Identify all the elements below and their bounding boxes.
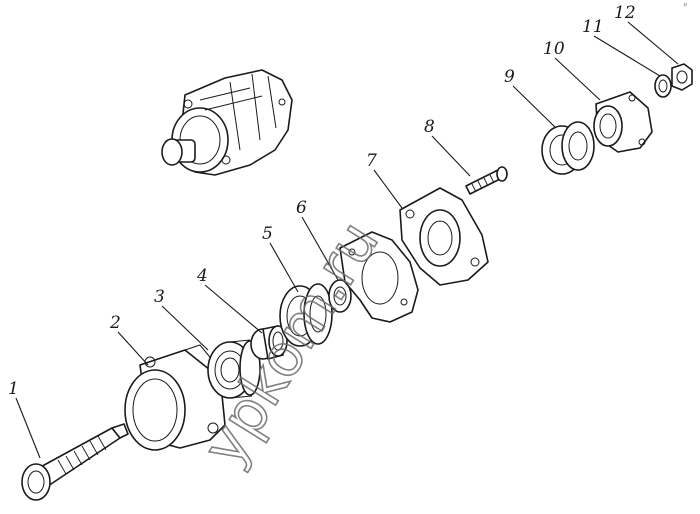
part-9-seal [541,121,595,175]
leader-lines [15,21,679,459]
part-4-bushing [250,325,288,360]
callout-4: 4 [196,266,208,286]
part-12-nut [671,63,693,91]
callout-6: 6 [296,198,307,218]
part-6-gasket [339,231,419,323]
callout-5: 5 [262,224,273,244]
callout-2: 2 [109,313,121,333]
callout-7: 7 [366,151,377,171]
callout-1: 1 [8,379,19,399]
callout-9: 9 [504,67,515,87]
callout-8: 8 [424,117,435,137]
watermark: ypkom.ru [189,209,392,477]
part-11-washer [654,74,672,98]
part-6-seal-ring [328,279,352,313]
part-10-drive-flange [593,91,653,153]
callout-11: 11 [582,17,604,37]
callout-3: 3 [154,287,165,307]
callout-12: 12 [614,3,636,23]
part-5-bearing [279,283,333,347]
stray-mark: ᵖ [684,1,687,10]
part-1-shaft [21,423,129,501]
callouts: 1 2 3 4 5 6 7 8 9 10 11 12 [8,3,636,399]
callout-10: 10 [543,39,565,59]
part-8-bolt [465,166,508,195]
assembled-unit [161,69,293,176]
part-7-flange [399,187,489,286]
part-3-bearing [207,339,261,399]
